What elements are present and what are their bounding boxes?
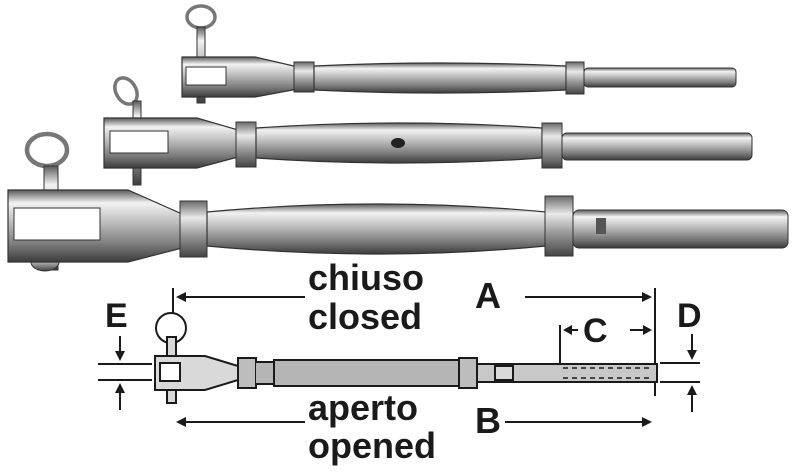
swage-stud xyxy=(561,132,753,161)
label-opened-en: opened xyxy=(308,425,437,466)
dimension-label-c: C xyxy=(583,312,608,350)
dimension-arrowheads xyxy=(115,292,697,427)
lock-nut xyxy=(544,195,574,257)
body xyxy=(313,62,567,94)
stud-hidden-bore xyxy=(563,367,652,379)
lock-nut-outline xyxy=(458,357,478,389)
turnbuckle-medium xyxy=(103,76,753,186)
lock-nut xyxy=(293,61,315,93)
lock-nut-outline xyxy=(237,357,257,389)
dimension-label-b: B xyxy=(475,400,501,441)
lock-nut xyxy=(179,200,208,258)
lock-nut xyxy=(565,61,585,95)
label-closed-it: chiuso xyxy=(308,257,425,298)
ring-pin-icon xyxy=(24,131,70,169)
turnbuckle-small xyxy=(181,4,737,104)
ring-pin-icon xyxy=(185,4,217,30)
label-opened-it: aperto xyxy=(308,387,419,428)
dimension-label-e: E xyxy=(105,297,128,335)
body xyxy=(206,203,547,255)
body-outline xyxy=(273,359,460,387)
swage-stud xyxy=(583,67,737,88)
turnbuckle-large xyxy=(7,131,789,272)
swage-stud xyxy=(572,209,789,249)
dimension-label-a: A xyxy=(475,275,501,316)
lock-nut xyxy=(235,121,257,168)
label-closed-en: closed xyxy=(308,296,423,337)
lock-nut xyxy=(541,122,563,169)
dimension-label-d: D xyxy=(677,297,702,335)
